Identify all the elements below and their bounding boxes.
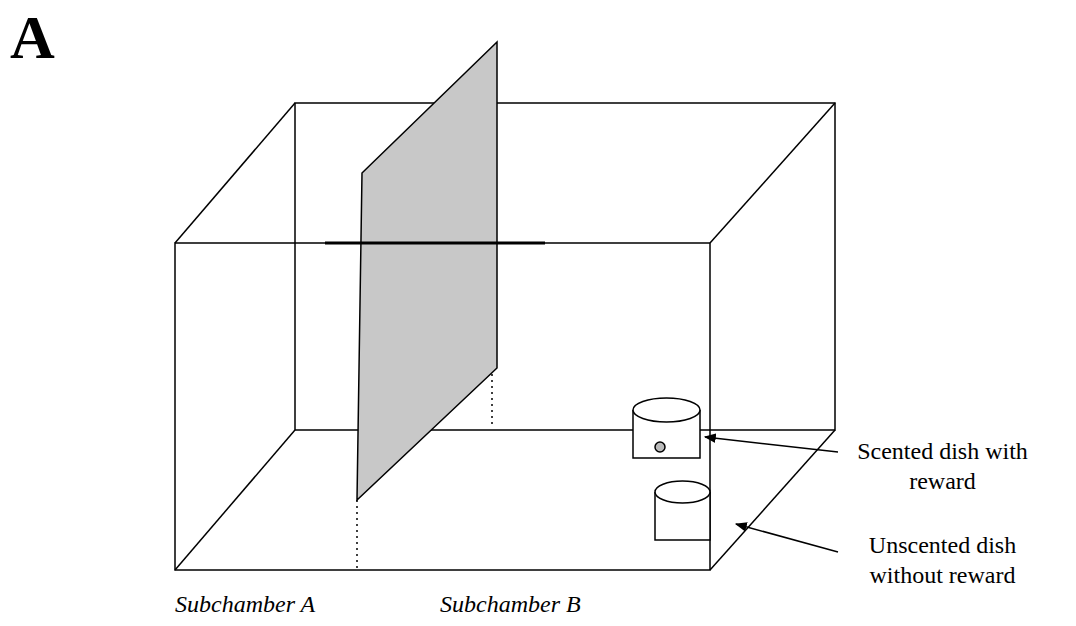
- leader-arrow: [705, 437, 838, 552]
- unscented-dish: [655, 481, 710, 540]
- callout-label: Unscented dish without reward: [840, 530, 1045, 590]
- partition: [325, 42, 545, 568]
- subchamber-label: Subchamber A: [175, 590, 315, 619]
- callout-label: Scented dish with reward: [840, 436, 1045, 496]
- subchamber-label: Subchamber B: [440, 590, 581, 619]
- chamber-box: [175, 103, 835, 570]
- scented-dish: [633, 398, 700, 458]
- panel-letter: A: [10, 6, 55, 68]
